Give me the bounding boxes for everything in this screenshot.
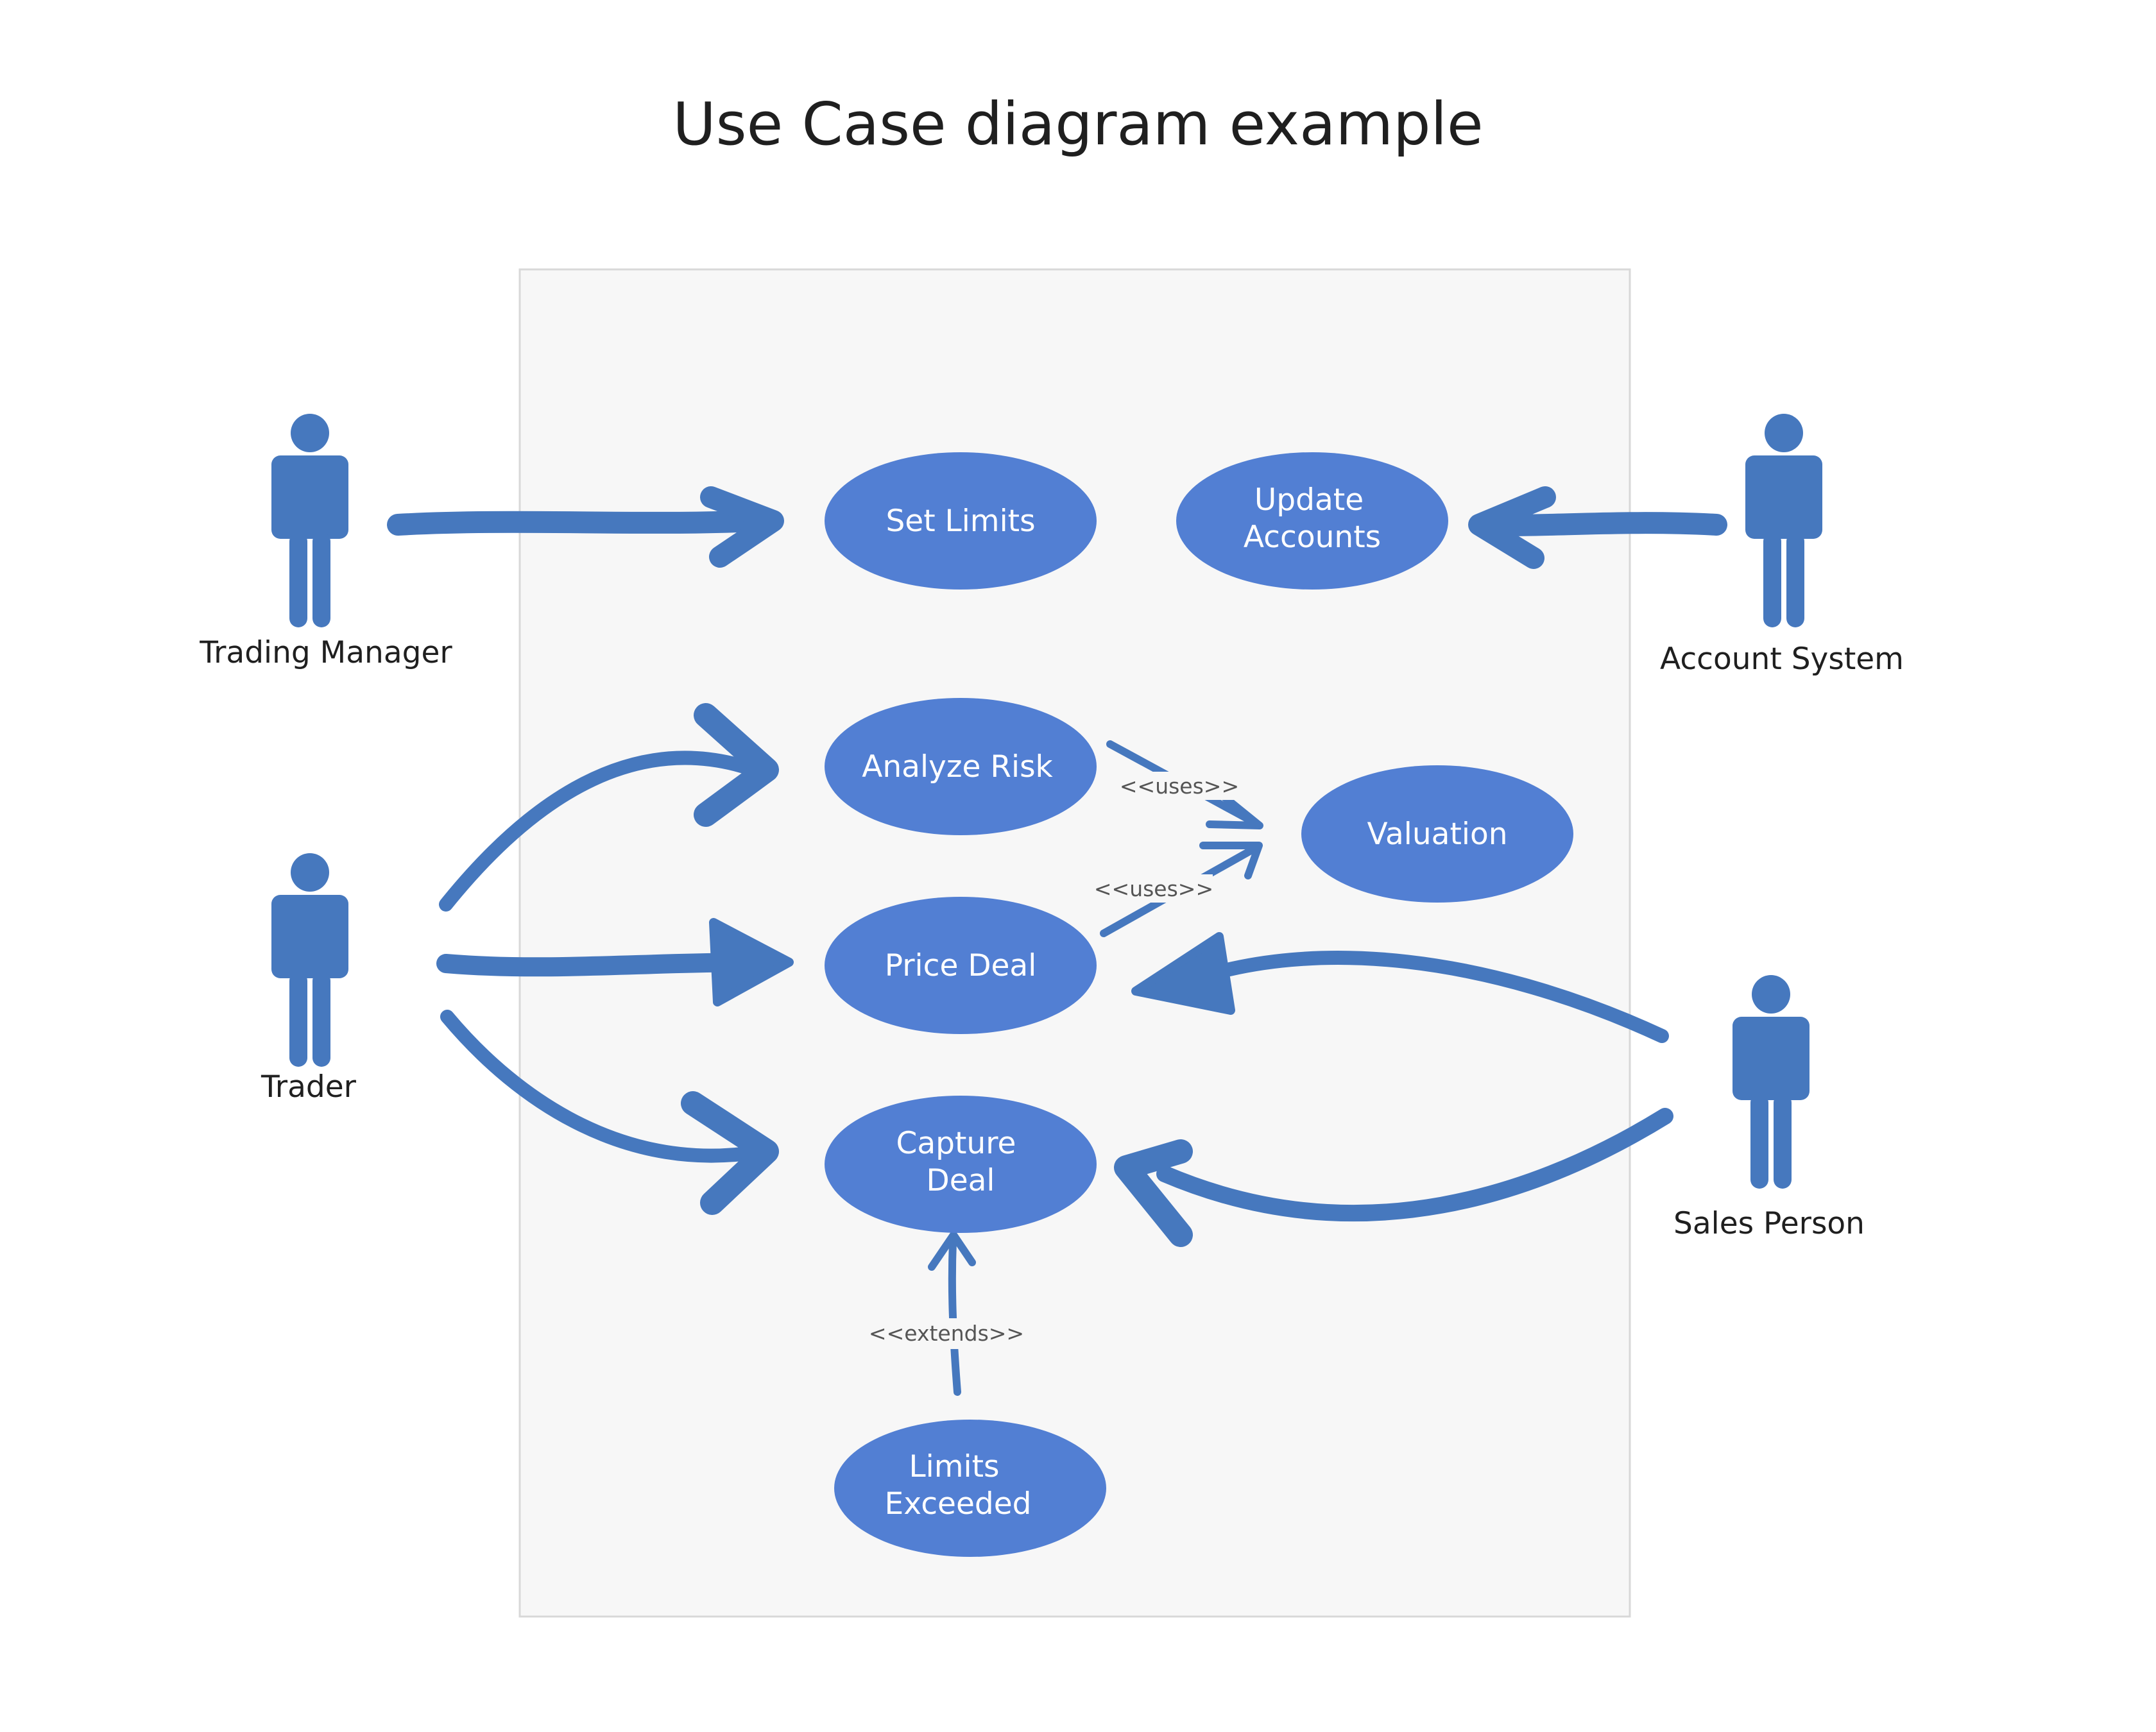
arrow-head [1199, 842, 1263, 879]
person-icon [1733, 975, 1810, 1189]
arrow-head [694, 703, 779, 827]
arrow-account-system-update-accounts [1478, 512, 1727, 536]
relation-labels: <<uses>> <<uses>> <<extends>> [860, 772, 1239, 1349]
use-case-shape [825, 452, 1097, 590]
relation-label: <<extends>> [869, 1321, 1024, 1346]
use-case-label: Update [1254, 482, 1364, 518]
actor-label: Account System [1660, 641, 1904, 677]
use-case-shape [1176, 452, 1448, 590]
use-case-label: Deal [927, 1163, 995, 1198]
arrow-trader-capture-deal [440, 1010, 767, 1163]
arrow-head [1131, 932, 1235, 1015]
use-case-label: Exceeded [885, 1486, 1032, 1522]
use-case-label: Capture [896, 1126, 1016, 1161]
label-bg [860, 1318, 1033, 1349]
actor-label: Trading Manager [199, 635, 452, 670]
diagram-title: Use Case diagram example [672, 90, 1483, 158]
use-case-label: Accounts [1244, 520, 1381, 555]
use-case-price-deal[interactable]: Price Deal [825, 897, 1097, 1034]
use-case-shape [834, 1420, 1106, 1557]
arrow-trading-manager-set-limits [387, 510, 765, 536]
actor-account-system[interactable]: Account System [1660, 414, 1904, 677]
relation-label: <<uses>> [1120, 774, 1239, 799]
use-case-analyze-risk[interactable]: Analyze Risk [825, 698, 1097, 835]
use-case-shape [825, 897, 1097, 1034]
actor-label: Sales Person [1673, 1206, 1865, 1241]
use-case-shape [1301, 765, 1573, 903]
label-bg [1120, 772, 1238, 800]
person-icon [271, 414, 348, 627]
person-icon [271, 853, 348, 1067]
label-bg [1094, 874, 1213, 903]
arrow-head [700, 486, 784, 568]
use-case-label: Price Deal [885, 948, 1037, 983]
arrow-head [928, 1231, 976, 1271]
use-case-label: Valuation [1367, 817, 1508, 852]
actor-trader[interactable]: Trader [261, 853, 357, 1105]
arrow-head [1206, 792, 1263, 829]
arrow-head [709, 918, 794, 1006]
use-case-shape [825, 698, 1097, 835]
use-case-update-accounts[interactable]: Update Accounts [1176, 452, 1448, 590]
person-icon [1745, 414, 1822, 627]
use-case-label: Limits [909, 1449, 1000, 1484]
arrow-trader-analyze-risk [439, 751, 761, 912]
use-case-set-limits[interactable]: Set Limits [825, 452, 1097, 590]
use-case-valuation[interactable]: Valuation [1301, 765, 1573, 903]
use-case-label: Analyze Risk [862, 749, 1053, 785]
use-case-capture-deal[interactable]: Capture Deal [825, 1096, 1097, 1233]
use-case-shape [825, 1096, 1097, 1233]
arrow-head [1468, 486, 1556, 569]
relation-label: <<uses>> [1094, 876, 1213, 901]
actor-label: Trader [261, 1069, 357, 1105]
actor-trading-manager[interactable]: Trading Manager [199, 414, 452, 670]
arrow-head [681, 1091, 779, 1215]
arrow-sales-person-capture-deal [1156, 1108, 1673, 1222]
actor-sales-person[interactable]: Sales Person [1673, 975, 1865, 1241]
arrow-limits-exceeded-capture-deal [948, 1237, 961, 1396]
arrow-head [1114, 1139, 1193, 1247]
use-case-limits-exceeded[interactable]: Limits Exceeded [834, 1420, 1106, 1557]
use-case-label: Set Limits [886, 504, 1035, 539]
association-arrows [387, 486, 1727, 1247]
arrow-sales-person-price-deal [1180, 951, 1669, 1043]
